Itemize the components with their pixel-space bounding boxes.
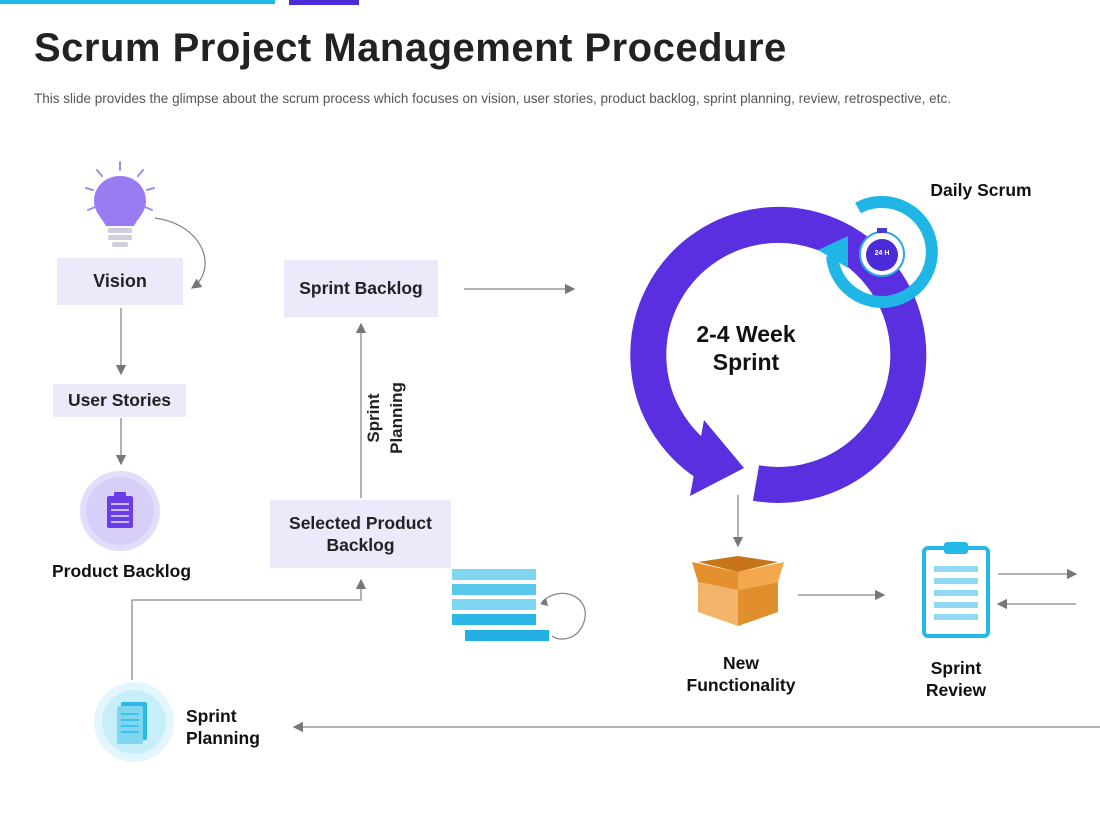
top-accent-bar	[0, 0, 275, 4]
sprint-center-label: 2-4 Week Sprint	[656, 320, 836, 376]
new-functionality-line2: Functionality	[686, 675, 796, 695]
slide-subtitle: This slide provides the glimpse about th…	[34, 91, 951, 106]
sprint-center-line2: Sprint	[712, 349, 780, 375]
lightbulb-icon	[85, 161, 155, 247]
top-accent-tab	[289, 0, 359, 5]
sprint-planning-line1: Sprint	[186, 706, 237, 726]
stopwatch-icon	[818, 195, 938, 308]
product-backlog-label: Product Backlog	[51, 561, 192, 581]
slide-title: Scrum Project Management Procedure	[34, 26, 787, 70]
sprint-review-line1: Sprint	[930, 658, 982, 678]
sprint-backlog-box: Sprint Backlog	[284, 260, 438, 317]
selected-product-backlog-line2: Backlog	[326, 535, 395, 555]
selected-product-backlog-line1: Selected Product	[289, 513, 432, 533]
selected-product-backlog-box: Selected Product Backlog	[270, 500, 451, 568]
new-functionality-label: New Functionality	[666, 652, 816, 696]
new-functionality-line1: New	[723, 653, 759, 673]
vision-box: Vision	[57, 258, 183, 305]
bulb-to-vision-arrow	[154, 217, 206, 289]
planning-to-selected-arrow	[131, 578, 367, 680]
clipboard-icon	[922, 542, 990, 638]
user-stories-box: User Stories	[53, 384, 186, 417]
sprint-review-line2: Review	[925, 680, 987, 700]
sprint-planning-vertical-label: Sprint Planning	[362, 378, 410, 458]
open-box-icon	[692, 556, 784, 626]
sprint-review-label: Sprint Review	[896, 657, 1016, 701]
sprint-planning-vertical-line1: Sprint	[364, 393, 383, 443]
timer-label: 24 H	[874, 250, 890, 257]
sprint-center-line1: 2-4 Week	[696, 321, 796, 347]
sprint-cycle-arrow	[630, 206, 927, 503]
sprint-planning-label: Sprint Planning	[186, 705, 260, 749]
daily-scrum-label: Daily Scrum	[930, 180, 1032, 200]
document-icon	[94, 682, 174, 762]
sprint-planning-line2: Planning	[186, 728, 260, 748]
stacked-bars-icon	[452, 569, 586, 641]
clipboard-checklist-icon	[80, 471, 160, 551]
sprint-planning-vertical-line2: Planning	[387, 382, 406, 454]
